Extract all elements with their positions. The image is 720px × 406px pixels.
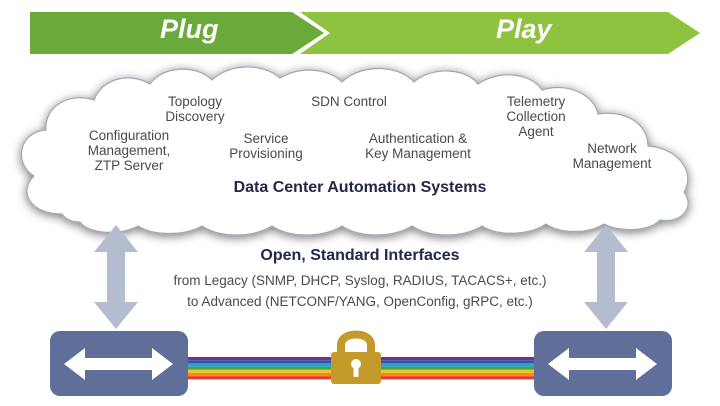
cloud-item-network-management: Network Management [572, 141, 652, 171]
right-switch-bidirectional-arrow-icon [548, 348, 657, 380]
right-up-down-arrow-icon [584, 225, 628, 329]
cloud-item-authentication-key-management: Authentication & Key Management [365, 131, 471, 161]
cloud-item-configuration-management: Configuration Management, ZTP Server [87, 128, 171, 173]
interfaces-advanced-line: to Advanced (NETCONF/YANG, OpenConfig, g… [187, 294, 533, 309]
cloud-item-topology-discovery: Topology Discovery [165, 94, 225, 124]
padlock-icon [331, 330, 381, 384]
plug-label: Plug [160, 14, 219, 44]
automation-cloud [20, 66, 689, 236]
left-up-down-arrow-icon [94, 225, 138, 329]
plug-arrow [30, 12, 324, 54]
right-switch-icon [534, 331, 672, 396]
interfaces-title: Open, Standard Interfaces [260, 247, 460, 264]
cloud-title: Data Center Automation Systems [233, 179, 487, 196]
interfaces-legacy-line: from Legacy (SNMP, DHCP, Syslog, RADIUS,… [173, 273, 547, 288]
left-switch-bidirectional-arrow-icon [64, 348, 173, 380]
cloud-item-telemetry-collection-agent: Telemetry Collection Agent [506, 94, 566, 139]
play-label: Play [496, 14, 552, 44]
play-arrow [300, 12, 700, 54]
cloud-item-sdn-control: SDN Control [311, 94, 387, 109]
cloud-item-service-provisioning: Service Provisioning [229, 131, 303, 161]
left-switch-icon [50, 331, 188, 396]
